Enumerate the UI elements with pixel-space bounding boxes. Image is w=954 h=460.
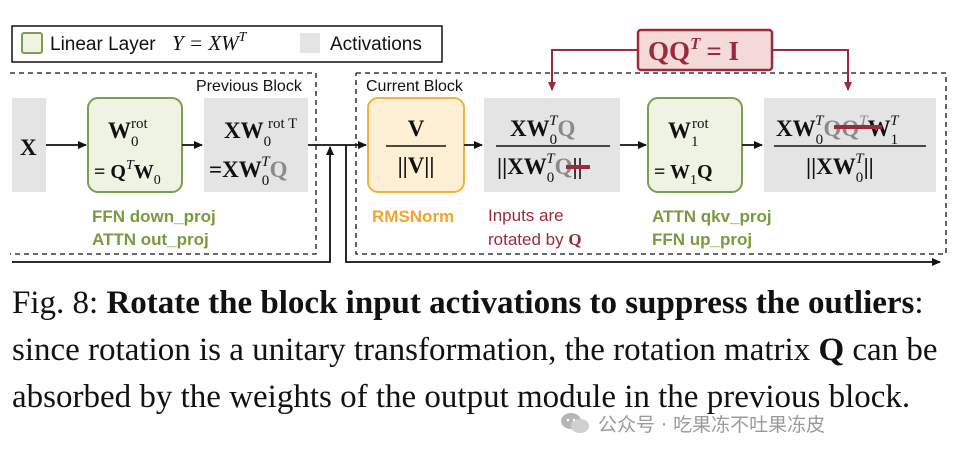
w1-rot-definition: = W1Q: [654, 161, 713, 188]
rmsnorm-numerator: V: [408, 116, 425, 141]
w1-rot-label: W1: [668, 118, 699, 150]
watermark: 公众号 · 吃果冻不吐果冻皮: [560, 408, 825, 438]
label-attn-out-proj: ATTN out_proj: [92, 230, 209, 249]
w0-rot-definition: = QTW0: [94, 158, 161, 188]
activation-prev-output-sup: rot T: [268, 116, 297, 132]
caption-bold: Rotate the block input activations to su…: [106, 285, 915, 321]
wechat-icon: [561, 413, 589, 433]
label-ffn-down-proj: FFN down_proj: [92, 207, 216, 226]
legend-activations-label: Activations: [330, 34, 422, 55]
caption-text-2: can be absorbed by the weights of the ou…: [12, 332, 938, 415]
identity-label: QQT= I: [648, 34, 739, 66]
identity-annotation: QQT= I: [548, 28, 852, 91]
legend-linear-label: Linear Layer: [50, 34, 156, 55]
residual-input-path: [12, 146, 334, 263]
rmsnorm-denominator: ||V||: [398, 153, 435, 178]
activation-prev-output-bottom: =XW0TQ: [209, 154, 287, 189]
legend-activation-swatch: [300, 33, 320, 53]
legend: Linear Layer Y = XWT Activations: [11, 25, 443, 63]
identity-connector-right: [772, 49, 852, 91]
activation-prev-output-top: XW0: [224, 118, 271, 150]
caption-text-1: : since rotation is a unitary transforma…: [12, 285, 924, 368]
current-block-label: Current Block: [366, 78, 464, 95]
flow-arrows: [12, 141, 941, 266]
activation-output-denominator: ||XW0T||: [806, 151, 874, 186]
activation-normalized-numerator: XW0TQ: [510, 113, 575, 148]
activation-prev-output-box: [204, 98, 308, 192]
caption-q: Q: [818, 332, 845, 368]
input-x-label: X: [20, 135, 37, 160]
legend-linear-swatch: [21, 32, 43, 54]
label-inputs-are: Inputs are: [488, 206, 564, 225]
activation-normalized-box: [484, 98, 620, 192]
current-block-region: Current Block: [355, 72, 947, 255]
figure-caption: Fig. 8: Rotate the block input activatio…: [12, 280, 942, 421]
label-ffn-up-proj: FFN up_proj: [652, 230, 752, 249]
w1-rot-sup: rot: [692, 116, 709, 132]
identity-connector: [548, 49, 638, 91]
residual-output-path: [345, 145, 941, 266]
caption-prefix: Fig. 8:: [12, 285, 107, 321]
previous-block-label: Previous Block: [196, 78, 303, 95]
watermark-text: 公众号 · 吃果冻不吐果冻皮: [598, 413, 826, 436]
legend-frame: [11, 25, 443, 63]
label-rmsnorm: RMSNorm: [372, 207, 454, 226]
previous-block-region: Previous Block: [10, 72, 317, 255]
previous-block-dashed-frame: [10, 72, 317, 255]
legend-linear-formula: Y = XWT: [172, 30, 248, 55]
activation-output-box: [764, 98, 936, 192]
label-attn-qkv-proj: ATTN qkv_proj: [652, 207, 772, 226]
w0-rot-label: W0: [108, 118, 139, 150]
label-rotated-by-q: rotated by Q: [488, 230, 582, 249]
input-x-box: [12, 98, 46, 192]
w0-rot-sup: rot: [131, 116, 148, 132]
